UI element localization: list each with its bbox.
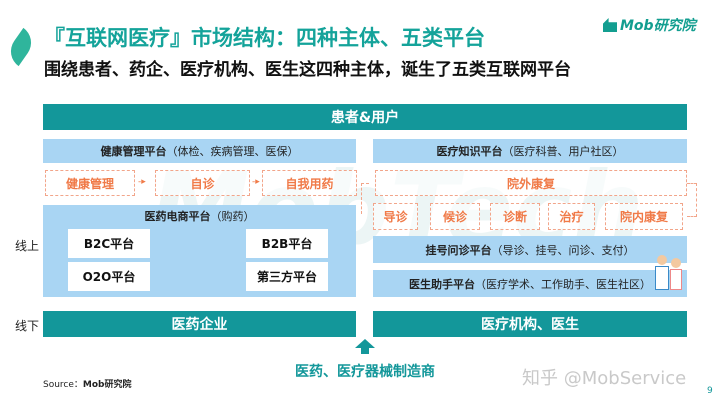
b2b-platform: B2B平台 <box>246 229 328 258</box>
arrow-icon: -▸ <box>138 177 146 187</box>
medical-institutions-bar: 医疗机构、医生 <box>373 311 687 337</box>
arrow-icon: -▸ <box>252 177 260 187</box>
flow-step: 治疗 <box>548 203 595 230</box>
flow-step: 导诊 <box>373 203 418 230</box>
arrow-up-icon <box>355 339 375 348</box>
registration-platform: 挂号问诊平台（导诊、挂号、问诊、支付） <box>373 236 687 263</box>
flow-step: 院内康复 <box>605 203 683 230</box>
platform-name: 医生助手平台 <box>409 277 475 291</box>
flow-step: 自我用药 <box>262 170 357 196</box>
flow-connector <box>361 183 369 214</box>
third-party-platform: 第三方平台 <box>246 262 328 291</box>
page-title: 『互联网医疗』市场结构：四种主体、五类平台 <box>44 26 485 50</box>
flow-step: 诊断 <box>490 203 540 230</box>
subtitle: 围绕患者、药企、医疗机构、医生这四种主体，诞生了五类互联网平台 <box>44 60 571 80</box>
platform-desc: （医疗科普、用户社区） <box>502 145 624 158</box>
platform-name: 健康管理平台 <box>100 145 167 158</box>
leaf-icon <box>3 27 39 67</box>
platform-name: 医药电商平台 <box>144 210 211 223</box>
offline-label: 线下 <box>15 319 40 333</box>
platform-name: 挂号问诊平台 <box>425 243 492 257</box>
patients-bar: 患者&用户 <box>43 104 687 130</box>
page-number: 9 <box>707 386 713 396</box>
ecommerce-title: 医药电商平台（购药） <box>43 207 356 225</box>
logo: Mob研究院 <box>603 15 696 35</box>
flow-step: 自诊 <box>155 170 250 196</box>
platform-name: 医疗知识平台 <box>436 145 503 158</box>
pharma-companies-bar: 医药企业 <box>43 311 356 337</box>
flow-step: 候诊 <box>430 203 480 230</box>
source: Source：Mob研究院 <box>43 377 132 390</box>
arrow-up-stem <box>361 347 369 354</box>
doctor-nurse-icon <box>655 255 685 295</box>
zhihu-watermark: 知乎 @MobService <box>522 368 687 389</box>
flow-connector <box>687 183 697 217</box>
flow-step: 院外康复 <box>375 170 687 196</box>
platform-desc: （购药） <box>210 210 255 223</box>
health-platform: 健康管理平台（体检、疾病管理、医保） <box>43 139 356 163</box>
source-label: Source： <box>43 380 83 390</box>
doctor-platform: 医生助手平台（医疗学术、工作助手、医生社区） <box>373 270 687 297</box>
building-icon <box>603 18 617 32</box>
manufacturer-label: 医药、医疗器械制造商 <box>295 364 435 380</box>
logo-text: Mob研究院 <box>620 18 696 34</box>
online-label: 线上 <box>15 239 40 253</box>
source-value: Mob研究院 <box>82 380 132 390</box>
platform-desc: （导诊、挂号、问诊、支付） <box>491 243 635 257</box>
platform-desc: （体检、疾病管理、医保） <box>166 145 299 158</box>
knowledge-platform: 医疗知识平台（医疗科普、用户社区） <box>373 139 687 163</box>
o2o-platform: O2O平台 <box>68 262 150 291</box>
platform-desc: （医疗学术、工作助手、医生社区） <box>475 277 651 291</box>
flow-step: 健康管理 <box>45 170 135 196</box>
b2c-platform: B2C平台 <box>68 229 150 258</box>
